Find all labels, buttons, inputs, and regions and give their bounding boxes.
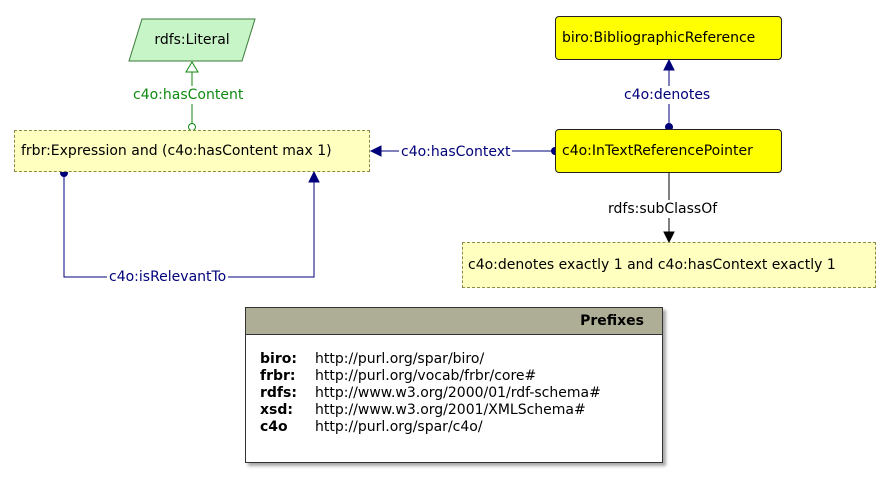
prefix-row-biro: biro: http://purl.org/spar/biro/ — [260, 351, 662, 368]
prefix-uri: http://purl.org/spar/c4o/ — [315, 419, 483, 435]
prefix-row-xsd: xsd: http://www.w3.org/2001/XMLSchema# — [260, 402, 662, 419]
prefix-uri: http://www.w3.org/2001/XMLSchema# — [315, 402, 586, 418]
prefix-row-c4o: c4o http://purl.org/spar/c4o/ — [260, 419, 662, 436]
prefixes-box: Prefixes biro: http://purl.org/spar/biro/… — [245, 307, 663, 463]
frbr-expression-node[interactable]: frbr:Expression and (c4o:hasContent max … — [14, 130, 370, 172]
rdfs-literal-label: rdfs:Literal — [154, 32, 230, 48]
frbr-expression-label: frbr:Expression and (c4o:hasContent max … — [21, 143, 332, 159]
c4o-in-text-reference-pointer-label: c4o:InTextReferencePointer — [562, 143, 753, 159]
prefixes-list: biro: http://purl.org/spar/biro/ frbr: htt… — [246, 335, 662, 436]
prefix-key: biro: — [260, 351, 297, 367]
biro-bibliographic-reference-node[interactable]: biro:BibliographicReference — [555, 16, 782, 60]
prefix-uri: http://purl.org/spar/biro/ — [315, 351, 485, 367]
has-context-edge-label: c4o:hasContext — [399, 143, 513, 161]
denotes-edge-label: c4o:denotes — [622, 86, 713, 104]
prefix-key: c4o — [260, 419, 288, 435]
prefix-row-rdfs: rdfs: http://www.w3.org/2000/01/rdf-schem… — [260, 385, 662, 402]
literal-parallelogram-shape — [128, 18, 256, 62]
is-relevant-to-edge — [60, 169, 320, 278]
prefix-row-frbr: frbr: http://purl.org/vocab/frbr/core# — [260, 368, 662, 385]
prefix-uri: http://purl.org/vocab/frbr/core# — [315, 368, 537, 384]
prefix-key: xsd: — [260, 402, 293, 418]
rdfs-literal-node[interactable]: rdfs:Literal — [128, 18, 256, 62]
prefix-uri: http://www.w3.org/2000/01/rdf-schema# — [315, 385, 601, 401]
c4o-in-text-reference-pointer-node[interactable]: c4o:InTextReferencePointer — [555, 129, 782, 173]
biro-bibliographic-reference-label: biro:BibliographicReference — [562, 30, 756, 46]
prefix-key: frbr: — [260, 368, 296, 384]
prefixes-title: Prefixes — [246, 308, 662, 335]
restriction-node[interactable]: c4o:denotes exactly 1 and c4o:hasContext… — [462, 242, 876, 288]
restriction-label: c4o:denotes exactly 1 and c4o:hasContext… — [468, 257, 836, 273]
has-content-edge-label: c4o:hasContent — [131, 86, 246, 104]
is-relevant-to-edge-label: c4o:isRelevantTo — [107, 268, 229, 286]
sub-class-of-edge-label: rdfs:subClassOf — [606, 200, 720, 218]
prefix-key: rdfs: — [260, 385, 297, 401]
